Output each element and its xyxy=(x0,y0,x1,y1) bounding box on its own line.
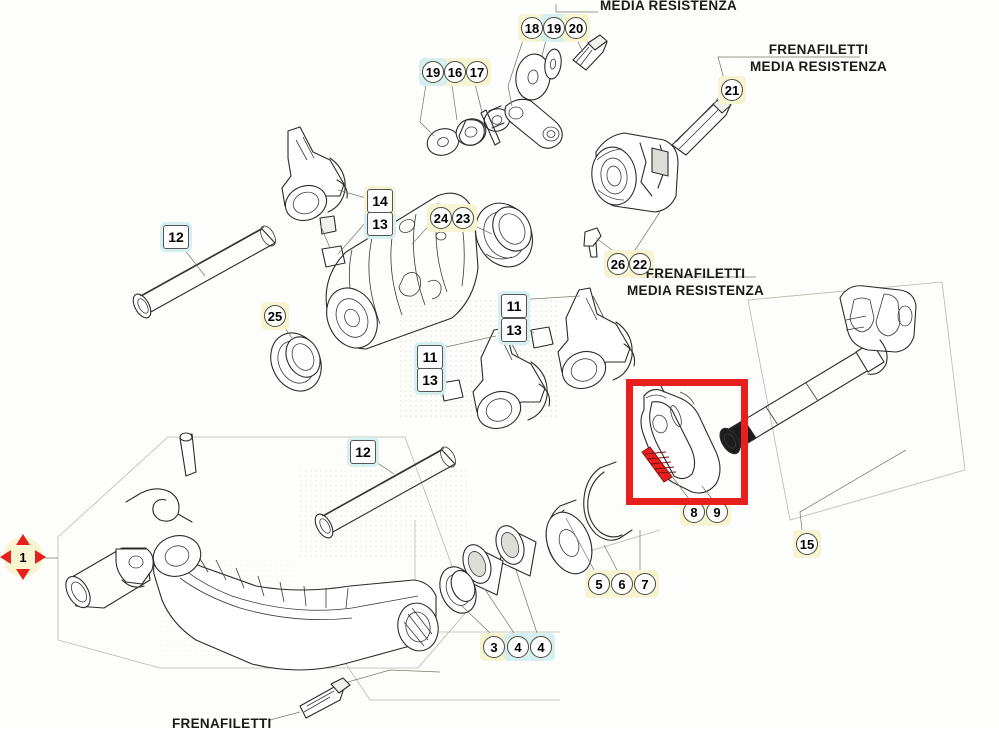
part-pin-small xyxy=(480,109,501,146)
part-shift-fork-14 xyxy=(281,126,348,235)
callout-badge-6[interactable]: 6 xyxy=(611,573,633,595)
callout-badge-25[interactable]: 25 xyxy=(264,305,286,327)
callout-badge-3[interactable]: 3 xyxy=(483,636,505,658)
note-mid-right: FRENAFILETTI MEDIA RESISTENZA xyxy=(627,266,764,300)
callout-badge-23[interactable]: 23 xyxy=(452,207,474,229)
part-bearing-23 xyxy=(475,202,533,268)
callout-badge-15[interactable]: 15 xyxy=(796,533,818,555)
callout-badge-11[interactable]: 11 xyxy=(417,345,443,369)
callout-badge-18[interactable]: 18 xyxy=(521,17,543,39)
part-pawl-spring-8-highlighted xyxy=(641,446,677,483)
part-bolt-21 xyxy=(671,96,732,156)
part-clamp-block-1 xyxy=(65,547,154,609)
callout-badge-13[interactable]: 13 xyxy=(501,318,527,342)
part-shift-pawl-plate-9 xyxy=(640,381,721,494)
part-spring-7 xyxy=(583,461,633,541)
part-dowel-pin xyxy=(179,432,197,477)
callout-badge-8[interactable]: 8 xyxy=(683,501,705,523)
callout-badge-12[interactable]: 12 xyxy=(163,225,189,249)
part-wire-spring xyxy=(125,488,193,523)
part-bearing-25 xyxy=(270,332,322,392)
part-1-attention-marker xyxy=(0,534,46,580)
part-gearshift-shaft-15 xyxy=(719,285,917,455)
callout-badge-26[interactable]: 26 xyxy=(607,253,629,275)
callout-badge-4[interactable]: 4 xyxy=(530,636,552,658)
part-washer-small-18 xyxy=(544,48,562,80)
callout-badge-19[interactable]: 19 xyxy=(422,61,444,83)
callout-badge-20[interactable]: 20 xyxy=(565,17,587,39)
part-bushing-16 xyxy=(455,118,487,146)
callout-badge-7[interactable]: 7 xyxy=(634,573,656,595)
part-slider-block-13-right xyxy=(530,326,554,349)
callout-badge-9[interactable]: 9 xyxy=(706,501,728,523)
part-lever-link-18 xyxy=(504,98,563,149)
part-roller-17 xyxy=(483,105,511,132)
callout-badge-1[interactable]: 1 xyxy=(19,549,27,565)
callout-badge-16[interactable]: 16 xyxy=(444,61,466,83)
callout-badge-14[interactable]: 14 xyxy=(367,189,393,213)
part-shift-drum-cam xyxy=(591,132,679,213)
callout-badge-4[interactable]: 4 xyxy=(507,636,529,658)
part-bolt-20 xyxy=(572,34,608,71)
callout-badge-5[interactable]: 5 xyxy=(588,573,610,595)
part-bolt-bottom xyxy=(299,677,351,719)
part-bearing-3 xyxy=(439,566,477,614)
part-bushing-4-b xyxy=(495,525,537,577)
callout-badge-13[interactable]: 13 xyxy=(367,212,393,236)
part-bushing-4-a xyxy=(462,544,504,596)
callout-badge-22[interactable]: 22 xyxy=(629,253,651,275)
note-top-right: FRENAFILETTI MEDIA RESISTENZA xyxy=(750,42,887,76)
part-shift-rod-12-lower xyxy=(314,446,456,539)
note-line-2: MEDIA RESISTENZA xyxy=(627,282,765,298)
note-line-2: MEDIA RESISTENZA xyxy=(750,58,888,74)
callout-badge-13[interactable]: 13 xyxy=(417,368,443,392)
callout-badge-24[interactable]: 24 xyxy=(430,207,452,229)
part-slider-block-13-upper xyxy=(321,245,346,268)
note-bottom-left: FRENAFILETTI xyxy=(172,716,272,733)
part-shift-rod-12-upper xyxy=(132,225,276,319)
note-line-1: MEDIA RESISTENZA xyxy=(600,0,738,13)
note-top-center: MEDIA RESISTENZA xyxy=(600,0,737,15)
callout-badge-12[interactable]: 12 xyxy=(350,440,376,464)
part-shift-fork-11-left xyxy=(472,327,551,430)
part-shift-fork-11-right xyxy=(557,287,636,390)
callout-badge-19[interactable]: 19 xyxy=(543,17,565,39)
part-washer-19-top xyxy=(515,53,551,101)
note-line-1: FRENAFILETTI xyxy=(645,266,746,281)
note-line-1: FRENAFILETTI xyxy=(172,716,272,731)
callout-badge-17[interactable]: 17 xyxy=(466,61,488,83)
callout-badge-11[interactable]: 11 xyxy=(501,294,527,318)
callout-badge-21[interactable]: 21 xyxy=(721,79,743,101)
part-screw-26 xyxy=(583,227,602,258)
note-line-1: FRENAFILETTI xyxy=(768,42,869,57)
part-shift-lever-pedal xyxy=(152,535,439,671)
